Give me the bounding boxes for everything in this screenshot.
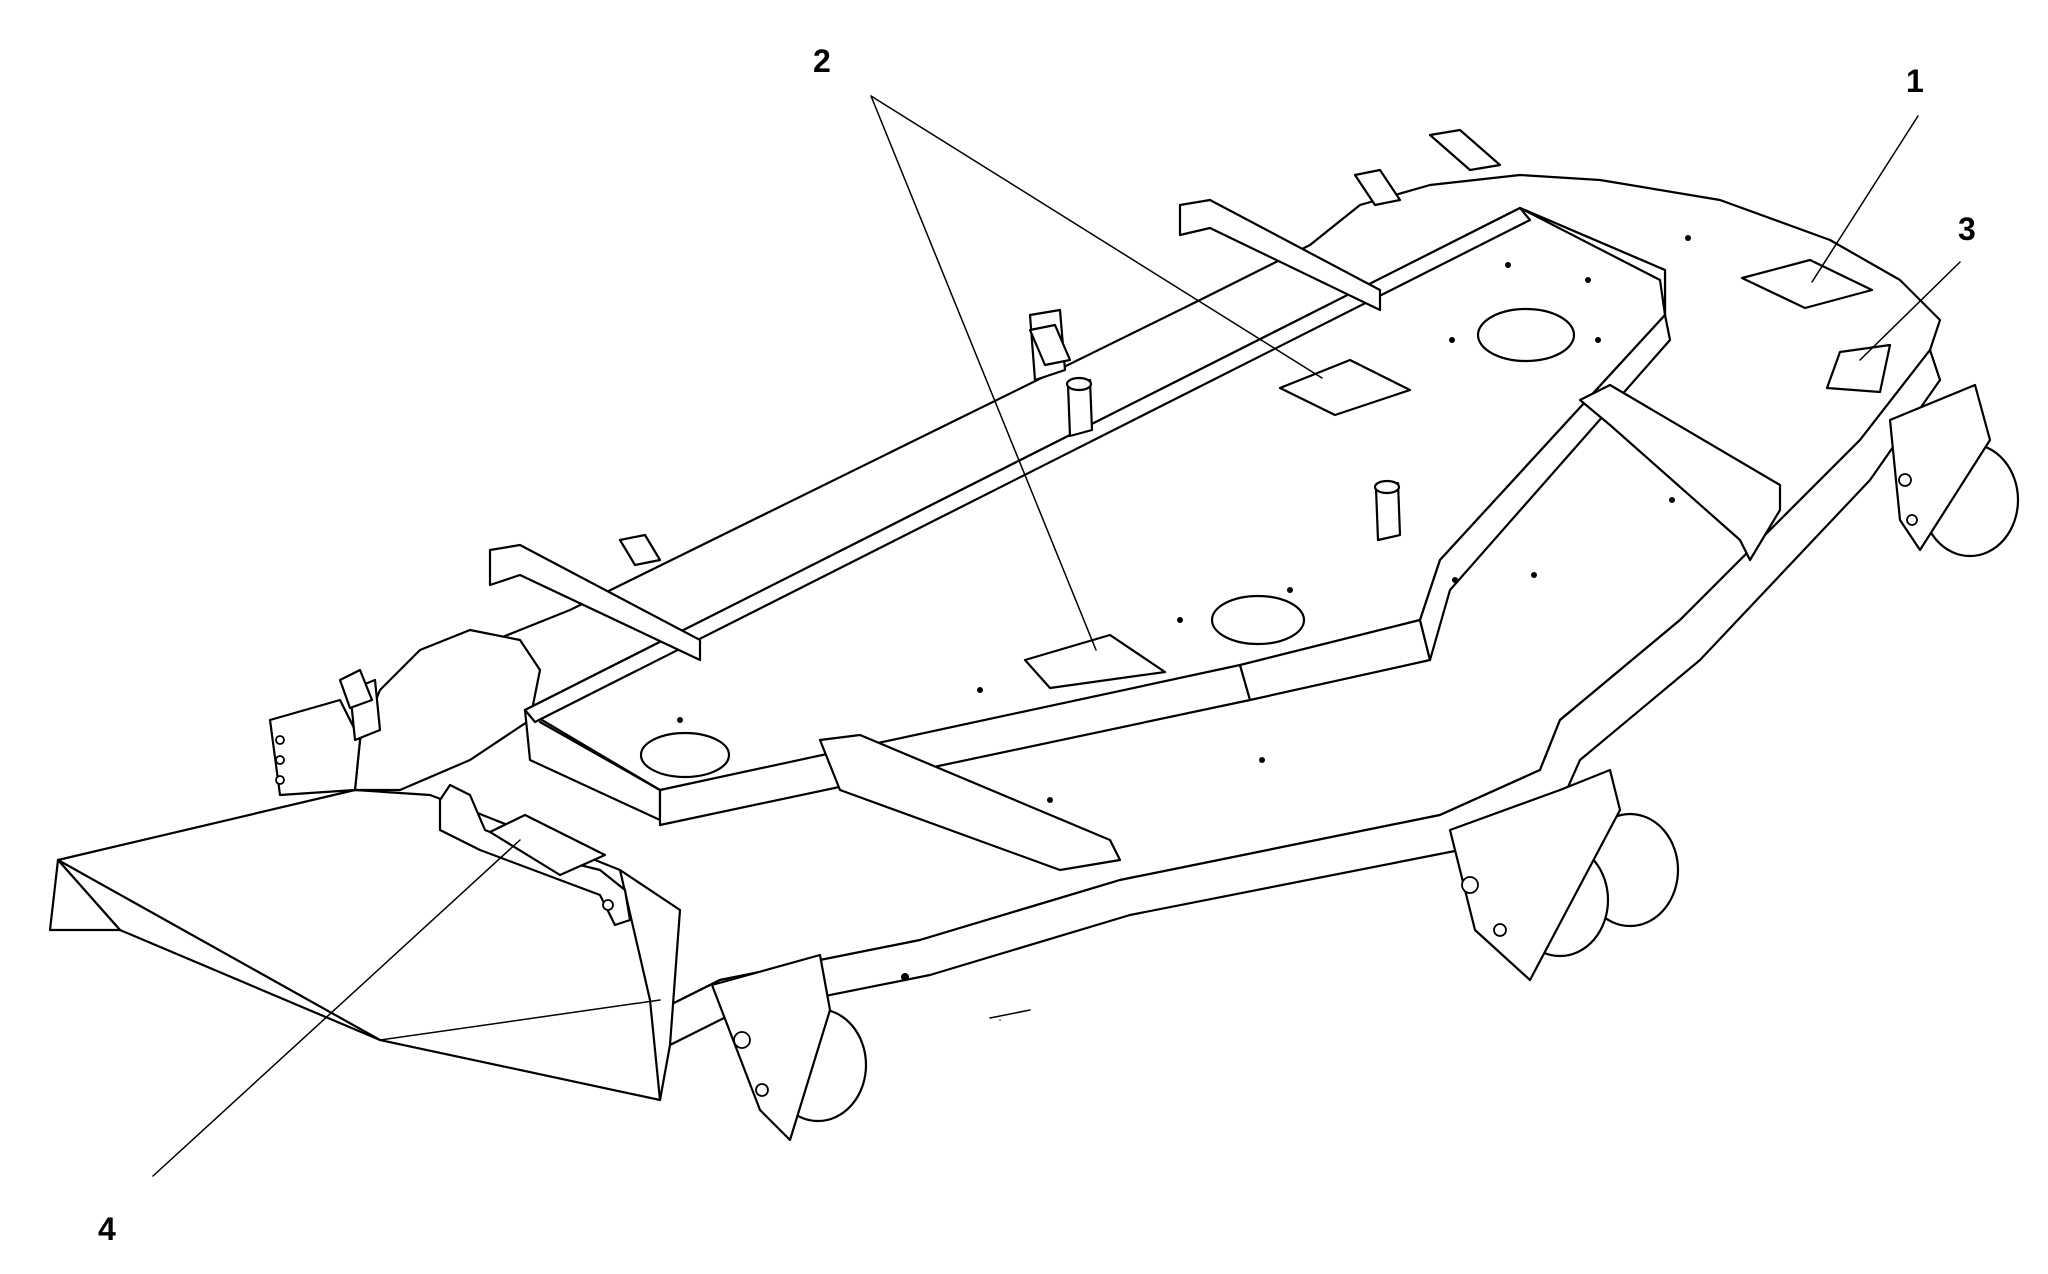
caster-wheel-front-right: [1448, 768, 1680, 982]
leader-lines: [152, 95, 1961, 1177]
decal-2b: [1023, 633, 1167, 690]
callout-1-label: 1: [1906, 63, 1924, 99]
callout-2-label: 2: [813, 43, 831, 79]
decal-2a: [1278, 358, 1412, 417]
callout-3-label: 3: [1958, 211, 1976, 247]
decal-1: [1740, 258, 1874, 310]
bolt-holes: [677, 235, 1691, 981]
callout-4-label: 4: [98, 1211, 116, 1247]
caster-wheel-front-left: [710, 953, 868, 1142]
caster-wheel-rear-right: [1888, 383, 2020, 558]
deck-mount-tabs: [338, 128, 1502, 710]
decal-4: [488, 813, 607, 877]
center-tray: [523, 206, 1672, 827]
left-spindle-housing: [268, 628, 542, 797]
